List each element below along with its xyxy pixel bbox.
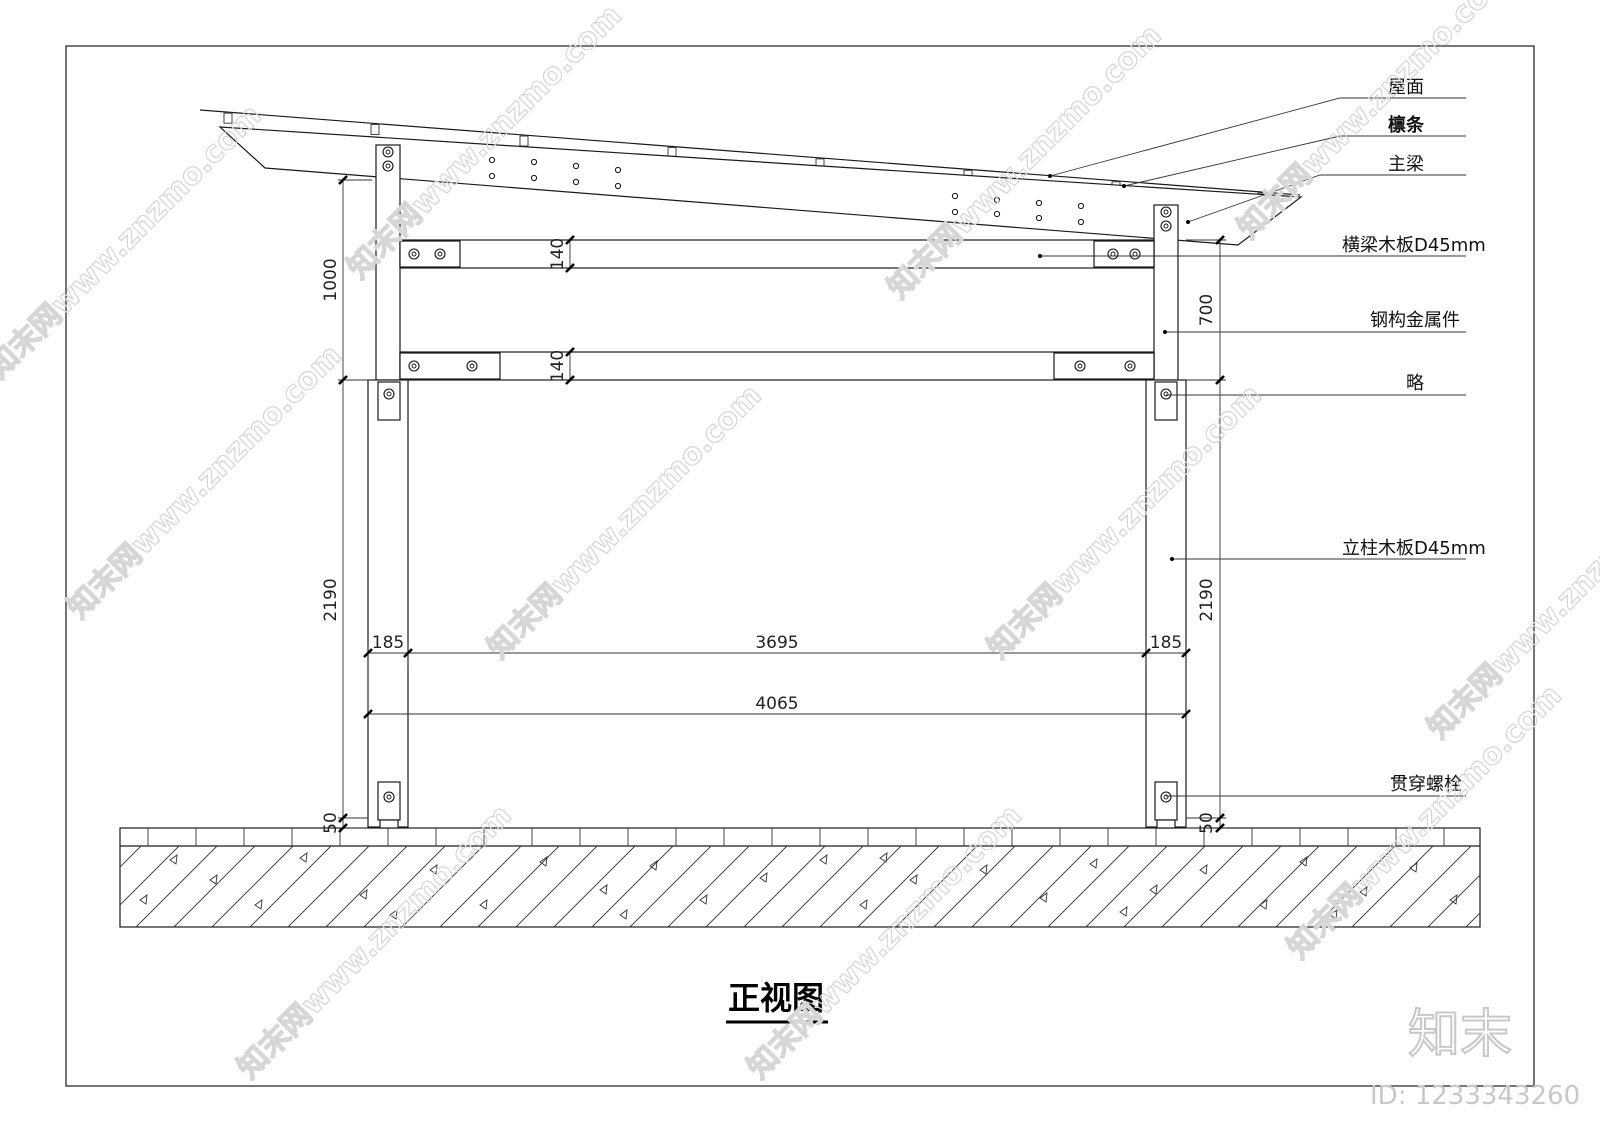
dim-post-width-left: 185 [372,633,404,653]
label-steel-part: 钢构金属件 [1370,310,1460,331]
label-roof: 屋面 [1388,77,1424,98]
watermark-id: ID: 1233343260 [1370,1081,1580,1111]
dim-base-left: 50 [321,812,341,834]
svg-text:知末网www.znzmo.com: 知末网www.znzmo.com [1421,458,1600,746]
dim-upper-left: 1000 [321,258,341,301]
label-purlin: 檩条 [1388,114,1425,136]
svg-text:知末网www.znzmo.com: 知末网www.znzmo.com [741,798,1029,1086]
svg-text:知末网www.znzmo.com: 知末网www.znzmo.com [231,798,519,1086]
label-main-beam: 主梁 [1388,154,1424,175]
base-shoe-right [1156,819,1176,829]
label-cross-beam: 横梁木板D45mm [1342,235,1486,256]
svg-text:知末网www.znzmo.com: 知末网www.znzmo.com [481,378,769,666]
dim-overall-span: 4065 [755,694,798,714]
dim-clear-span: 3695 [755,633,798,653]
dim-lower-left: 2190 [321,578,341,621]
svg-text:知末网www.znzmo.com: 知末网www.znzmo.com [0,98,269,386]
main-beam [218,126,1303,246]
dim-beam-depth-top: 140 [548,238,568,270]
dim-beam-depth-bottom: 140 [548,350,568,382]
steel-plate-top-right [1093,240,1155,268]
left-column [367,379,409,828]
cross-beam-bottom [399,351,1155,381]
steel-plate-bottom-right [1053,352,1155,380]
left-upper-post [375,144,401,381]
watermark-brand: 知末 [1408,1005,1512,1065]
dimension-lines [338,178,1226,829]
dim-post-width-right: 185 [1150,633,1182,653]
svg-text:知末网www.znzmo.com: 知末网www.znzmo.com [1231,0,1519,246]
steel-plate-bottom-left [399,352,501,380]
leader-dots [1038,174,1190,561]
label-bolt: 贯穿螺栓 [1390,774,1462,795]
svg-text:知末网www.znzmo.com: 知末网www.znzmo.com [981,378,1269,666]
sheet-border [65,45,1535,1087]
dim-upper-right: 700 [1197,294,1217,326]
roof-structure [199,109,1303,246]
dim-lower-right: 2190 [1197,578,1217,621]
label-column: 立柱木板D45mm [1342,538,1486,559]
base-shoe-left [379,819,399,829]
column-plate-top-right [1154,381,1178,421]
drawing-title: 正视图 [728,979,824,1017]
right-upper-post [1153,204,1179,381]
svg-text:知末网www.znzmo.com: 知末网www.znzmo.com [61,338,349,626]
label-omitted: 略 [1406,373,1424,394]
right-column [1145,379,1187,828]
leader-lines [1040,97,1466,797]
cross-beam-top [399,239,1155,269]
dim-base-right: 50 [1197,812,1217,834]
ground-slab [119,827,1481,928]
column-plate-top-left [377,381,401,421]
roof-surface-line [199,109,1301,196]
